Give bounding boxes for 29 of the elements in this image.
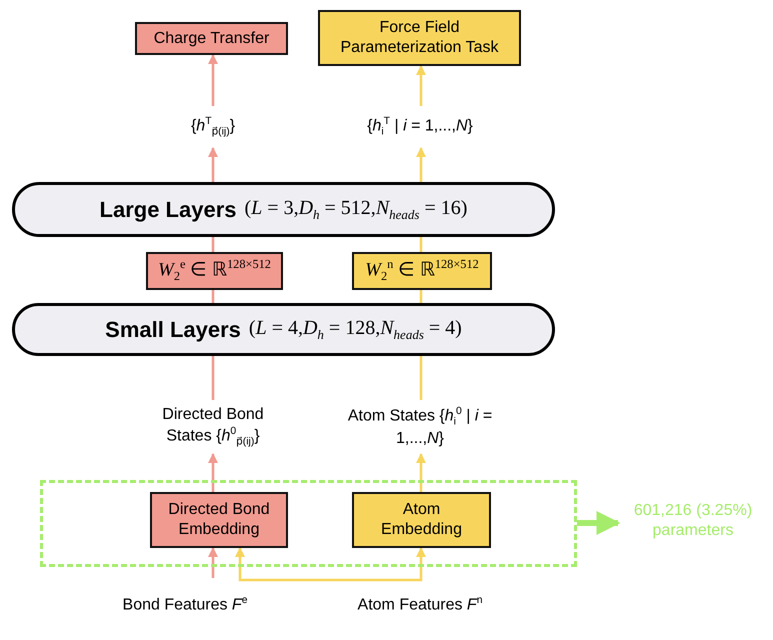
arrow (208, 547, 218, 578)
embedding-box: Directed Bond Embedding (150, 492, 288, 548)
layer-pill (12, 303, 555, 356)
arrow (416, 147, 426, 182)
layer-title: Large Layers (100, 196, 236, 222)
state-label: {h$_{i}$$^{T}$ | i = 1,...,N} (320, 106, 520, 148)
dashed-group-box (40, 480, 577, 567)
feature-label: Atom Features F$^{n}$ (350, 578, 490, 632)
layer-parameters: (L = 3,D$_{h}$ = 512,N$_{heads}$ = 16) (244, 196, 468, 222)
arrow (208, 54, 218, 106)
feature-label: Bond Features F$^{e}$ (120, 578, 250, 632)
arrow (208, 453, 218, 492)
layer-title: Small Layers (105, 316, 241, 342)
parameter-note: 601,216 (3.25%) parameters (618, 496, 768, 546)
task-box: Force Field Parameterization Task (318, 10, 521, 66)
state-label: Directed Bond States {h$^{0}$$_{p⃗(ij)}$} (148, 400, 278, 454)
state-label: Atom States {h$_{i}$$^{0}$ | i = 1,...,N} (335, 400, 505, 454)
arrow (416, 65, 426, 106)
weight-box: W$_{2}$$^{e}$ ∈ ℝ$^{128×512}$ (146, 252, 283, 290)
arrow (235, 547, 422, 582)
task-box: Charge Transfer (135, 22, 288, 55)
arrow (416, 547, 426, 578)
arrow (208, 147, 218, 182)
arrow (416, 453, 426, 492)
layer-parameters: (L = 4,D$_{h}$ = 128,N$_{heads}$ = 4) (248, 316, 462, 342)
embedding-box: Atom Embedding (352, 492, 491, 548)
weight-box: W$_{2}$$^{n}$ ∈ ℝ$^{128×512}$ (352, 252, 492, 290)
arrow (577, 511, 620, 535)
state-label: {h$^{T}$$_{p⃗(ij)}$} (143, 106, 283, 148)
